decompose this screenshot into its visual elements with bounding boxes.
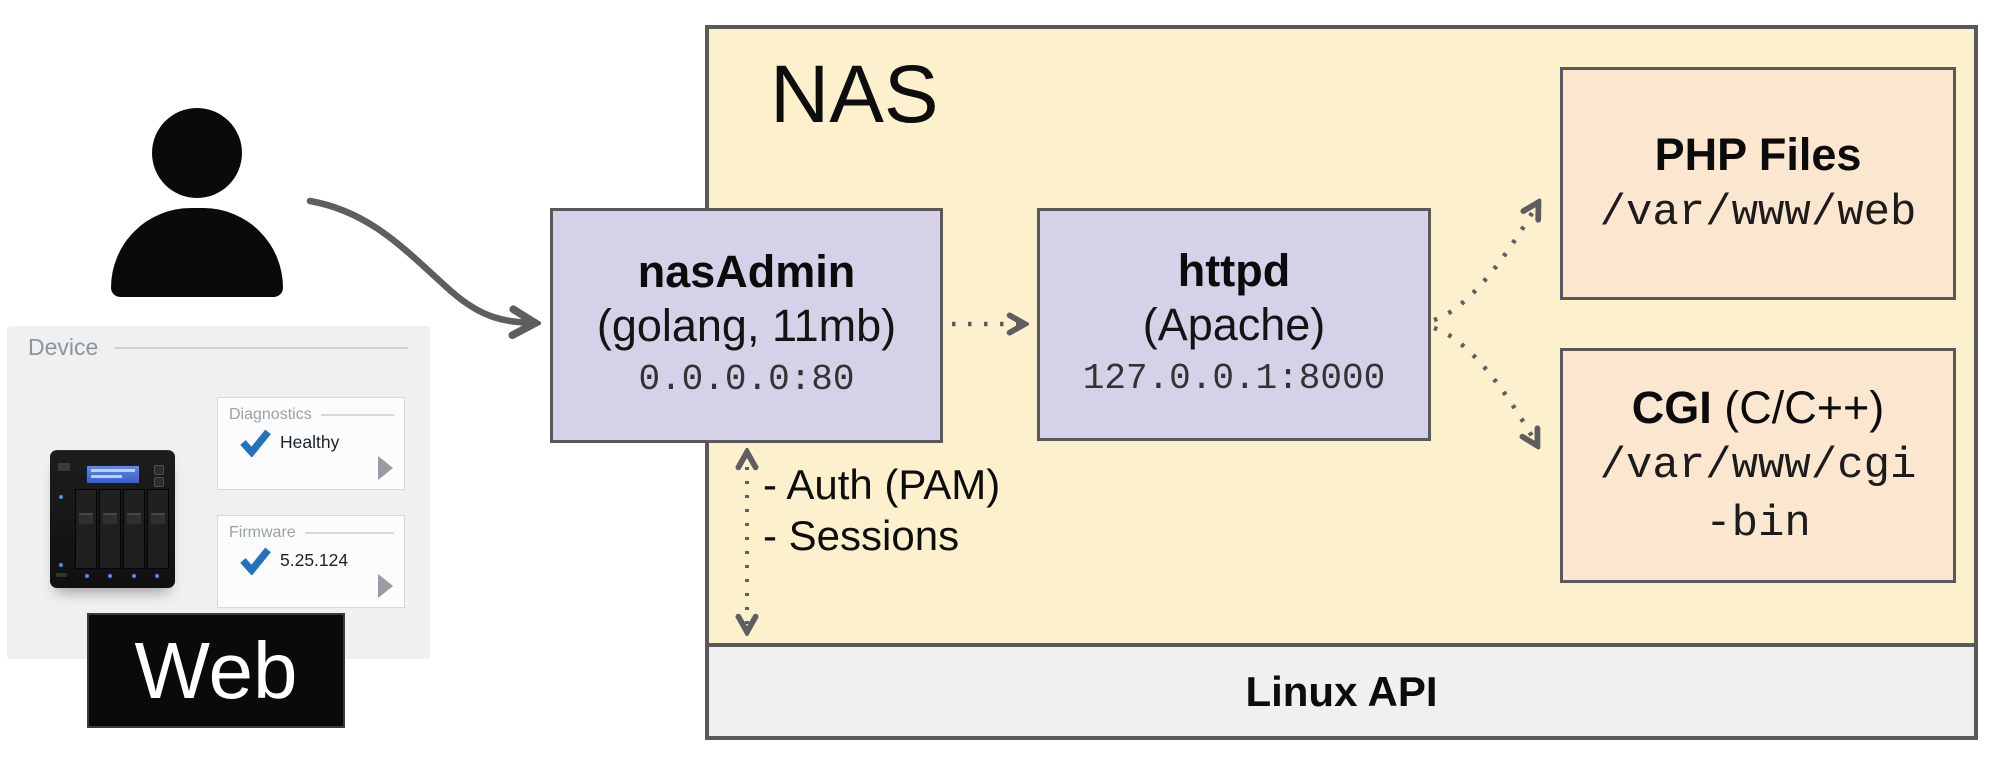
firmware-status-row: 5.25.124 xyxy=(218,546,404,575)
nas-container-title: NAS xyxy=(770,49,939,140)
diagnostics-header: Diagnostics xyxy=(218,398,404,424)
bay-led xyxy=(84,574,89,578)
cgi-title-rest: (C/C++) xyxy=(1711,381,1885,433)
device-lcd-text-line xyxy=(91,469,135,472)
httpd-subtitle: (Apache) xyxy=(1142,298,1326,350)
note-auth: - Auth (PAM) xyxy=(763,461,1001,508)
firmware-header: Firmware xyxy=(218,516,404,542)
php-files-path: /var/www/web xyxy=(1599,187,1917,238)
device-status-led xyxy=(59,563,63,567)
user-icon-head xyxy=(152,108,242,198)
cgi-path-line2: -bin xyxy=(1705,498,1811,549)
cgi-title: CGI (C/C++) xyxy=(1632,379,1885,437)
device-panel-title: Device xyxy=(28,334,99,360)
bay-led xyxy=(108,574,113,578)
diagnostics-status-row: Healthy xyxy=(218,428,404,457)
check-icon xyxy=(240,429,271,457)
php-files-title: PHP Files xyxy=(1654,128,1862,180)
firmware-card[interactable]: Firmware 5.25.124 xyxy=(217,515,405,608)
device-power-led xyxy=(59,495,63,499)
httpd-title: httpd xyxy=(1177,244,1291,296)
drive-bay xyxy=(75,489,97,569)
web-label-box: Web xyxy=(87,613,345,728)
device-panel-header: Device xyxy=(28,334,408,361)
user-to-nasadmin-arrow xyxy=(306,197,534,323)
web-label: Web xyxy=(134,625,298,715)
device-panel: Device xyxy=(7,326,430,659)
device-brand-mark xyxy=(58,463,70,471)
diagnostics-rule xyxy=(320,414,394,416)
diagnostics-value: Healthy xyxy=(280,432,340,452)
device-lcd-screen xyxy=(86,465,140,484)
chevron-right-icon[interactable] xyxy=(378,456,393,480)
httpd-address: 127.0.0.1:8000 xyxy=(1082,357,1386,399)
firmware-label: Firmware xyxy=(229,524,296,541)
httpd-box: httpd (Apache) 127.0.0.1:8000 xyxy=(1037,208,1431,441)
chevron-right-icon[interactable] xyxy=(378,574,393,598)
nasadmin-title: nasAdmin xyxy=(637,245,856,297)
linux-api-bar: Linux API xyxy=(705,643,1978,740)
nasadmin-box: nasAdmin (golang, 11mb) 0.0.0.0:80 xyxy=(550,208,943,443)
device-drive-bays xyxy=(75,489,169,569)
drive-bay xyxy=(123,489,145,569)
nasadmin-address: 0.0.0.0:80 xyxy=(638,358,855,400)
device-usb-port xyxy=(56,573,67,577)
firmware-value: 5.25.124 xyxy=(280,550,349,570)
nasadmin-linux-notes: - Auth (PAM) - Sessions xyxy=(763,459,1000,561)
drive-bay xyxy=(99,489,121,569)
bay-led xyxy=(131,574,136,578)
cgi-box: CGI (C/C++) /var/www/cgi -bin xyxy=(1560,348,1956,583)
diagnostics-card[interactable]: Diagnostics Healthy xyxy=(217,397,405,490)
device-button-down xyxy=(154,477,164,487)
device-bay-leds xyxy=(75,574,169,578)
cgi-title-bold: CGI xyxy=(1631,381,1712,433)
user-icon-body xyxy=(111,208,283,297)
device-image xyxy=(50,450,175,588)
bay-led xyxy=(155,574,160,578)
note-sessions: - Sessions xyxy=(763,512,960,559)
device-panel-rule xyxy=(114,346,408,349)
php-files-box: PHP Files /var/www/web xyxy=(1560,67,1956,300)
check-icon xyxy=(240,547,271,575)
firmware-rule xyxy=(304,532,394,534)
linux-api-label: Linux API xyxy=(1245,667,1438,715)
nasadmin-subtitle: (golang, 11mb) xyxy=(596,299,897,351)
device-lcd-text-line xyxy=(91,475,122,478)
diagnostics-label: Diagnostics xyxy=(229,406,312,423)
device-button-up xyxy=(154,465,164,475)
drive-bay xyxy=(147,489,169,569)
cgi-path-line1: /var/www/cgi xyxy=(1599,440,1917,491)
